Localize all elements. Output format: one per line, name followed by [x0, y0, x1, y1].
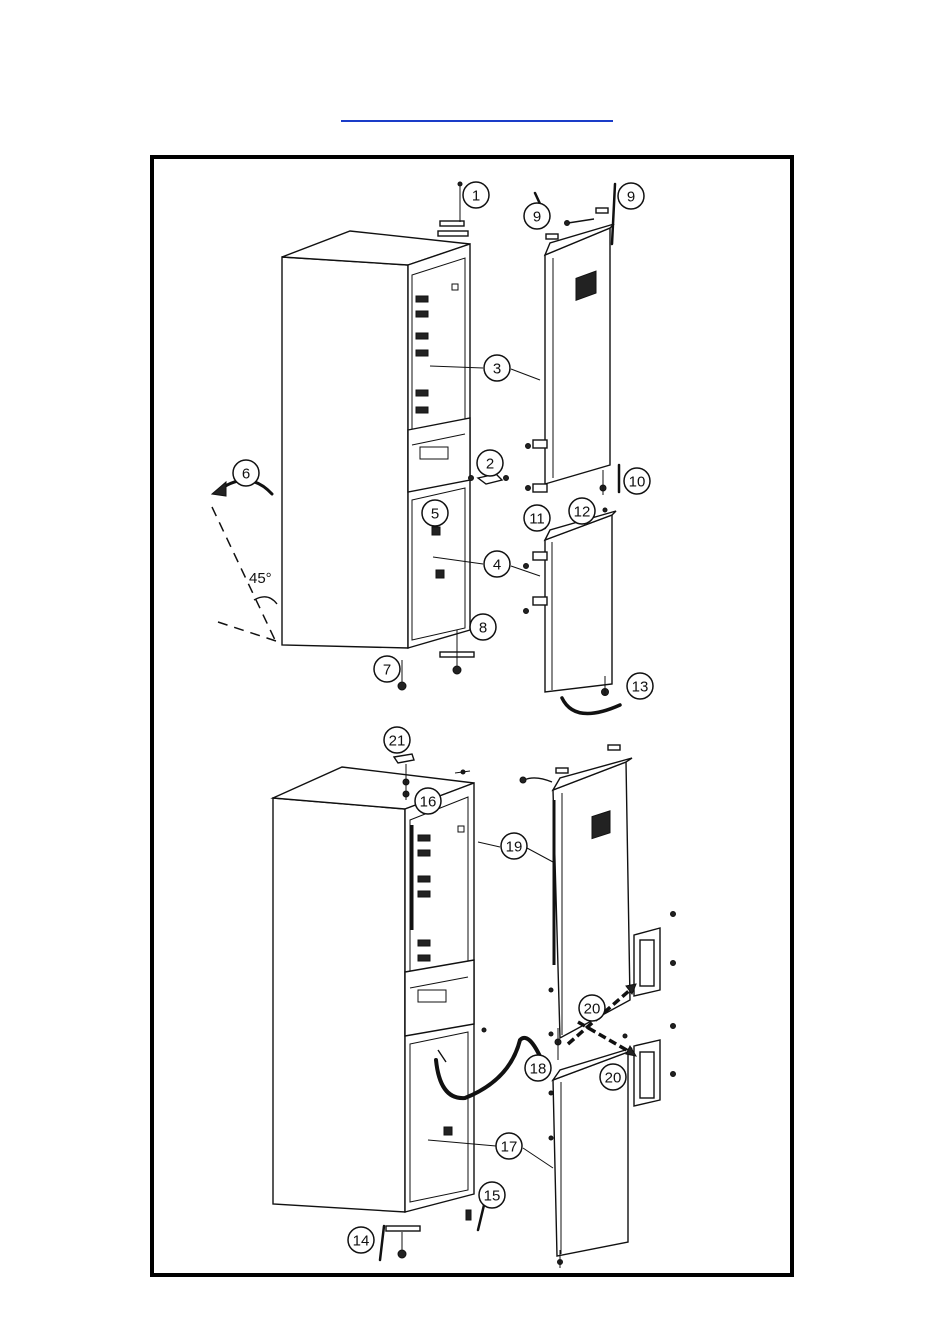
callout-label: 11 — [529, 511, 545, 528]
bottom-upper-door-icon — [520, 745, 676, 1038]
callout-label: 15 — [484, 1188, 501, 1205]
callout-21: 21 — [384, 727, 410, 753]
callout-label: 12 — [574, 504, 591, 521]
tilt-angle-indicator: 45° — [212, 480, 277, 641]
callout-label: 10 — [629, 474, 646, 491]
callout-label: 13 — [632, 679, 649, 696]
callout-15: 15 — [479, 1182, 505, 1208]
callout-2: 2 — [477, 450, 503, 476]
callout-label: 8 — [479, 620, 487, 637]
callout-18: 18 — [525, 1055, 551, 1081]
callout-9: 9 — [618, 183, 644, 209]
callout-17: 17 — [496, 1133, 522, 1159]
callout-label: 9 — [627, 189, 635, 206]
callout-7: 7 — [374, 656, 400, 682]
callout-label: 3 — [493, 361, 501, 378]
callout-label: 16 — [420, 794, 437, 811]
callout-label: 2 — [486, 456, 494, 473]
callout-9: 9 — [524, 203, 550, 229]
angle-label: 45° — [249, 570, 272, 587]
callout-12: 12 — [569, 498, 595, 524]
callout-19: 19 — [501, 833, 527, 859]
callout-20: 20 — [600, 1064, 626, 1090]
callout-16: 16 — [415, 788, 441, 814]
top-lower-door-icon — [524, 506, 621, 714]
callout-6: 6 — [233, 460, 259, 486]
callout-4: 4 — [484, 551, 510, 577]
callout-label: 6 — [242, 466, 250, 483]
callout-label: 1 — [472, 188, 480, 205]
callout-10: 10 — [624, 468, 650, 494]
callout-20: 20 — [579, 995, 605, 1021]
callout-13: 13 — [627, 673, 653, 699]
callout-5: 5 — [422, 500, 448, 526]
callout-label: 20 — [605, 1070, 622, 1087]
callout-8: 8 — [470, 614, 496, 640]
callout-3: 3 — [484, 355, 510, 381]
callout-label: 4 — [493, 557, 501, 574]
bottom-refrigerator-cabinet-icon — [273, 754, 545, 1260]
callout-label: 21 — [389, 733, 406, 750]
callout-label: 9 — [533, 209, 541, 226]
callout-label: 14 — [353, 1233, 370, 1250]
callout-14: 14 — [348, 1227, 374, 1253]
callout-1: 1 — [463, 182, 489, 208]
rotate-arrow-icon — [212, 482, 226, 496]
top-refrigerator-cabinet-icon — [282, 182, 509, 690]
callout-label: 17 — [501, 1139, 518, 1156]
callout-label: 7 — [383, 662, 391, 679]
top-upper-door-icon — [526, 184, 620, 495]
callout-label: 5 — [431, 506, 439, 523]
callout-label: 20 — [584, 1001, 601, 1018]
callout-label: 18 — [530, 1061, 547, 1078]
callout-11: 11 — [524, 505, 550, 531]
callout-label: 19 — [506, 839, 523, 856]
